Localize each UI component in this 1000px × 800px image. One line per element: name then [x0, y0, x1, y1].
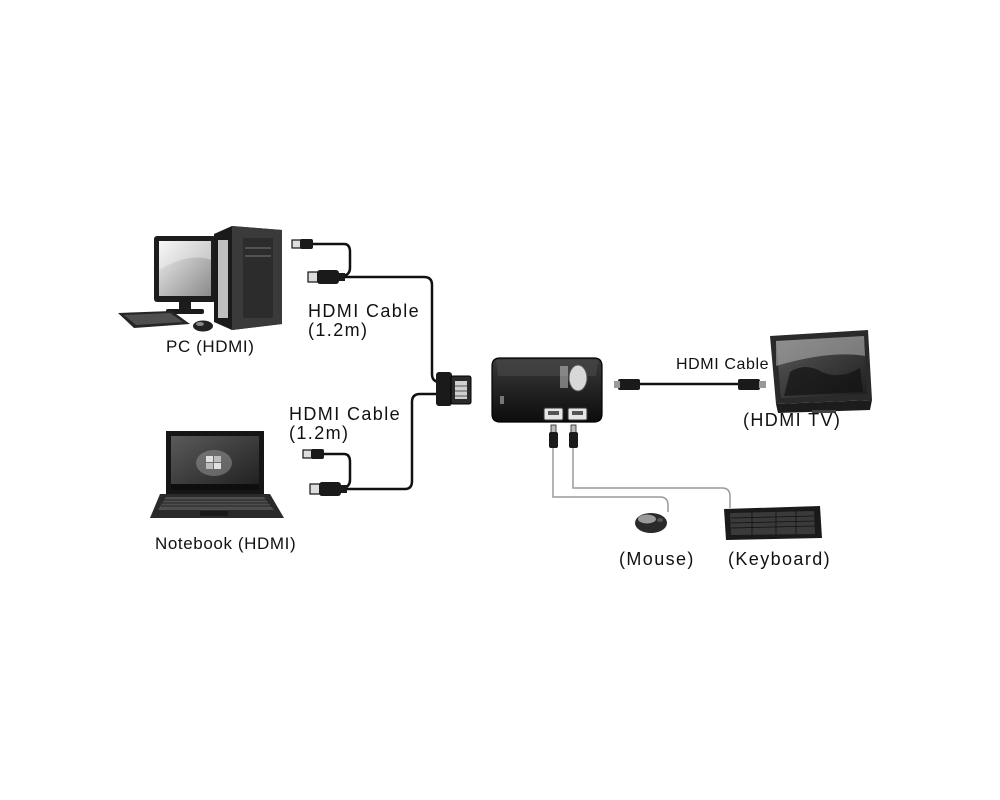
usb-plug-icon	[569, 424, 578, 448]
pc-label: PC (HDMI)	[166, 337, 255, 356]
combined-connector-icon	[436, 372, 472, 406]
hdmi-plug-icon	[309, 482, 347, 496]
usb-peripheral-cables	[549, 424, 731, 512]
usb-plug-icon	[291, 239, 313, 249]
pc-cable-label-line2: (1.2m)	[308, 320, 369, 340]
tv-hdmi-cable	[614, 379, 766, 390]
keyboard-icon	[724, 506, 822, 540]
notebook-hdmi-cable	[302, 392, 446, 496]
laptop-keys	[161, 499, 272, 507]
pc-cable-label: HDMI Cable (1.2m)	[308, 302, 420, 340]
notebook-cable-label-line1: HDMI Cable	[289, 404, 402, 424]
laptop-icon	[150, 431, 284, 518]
usb-plug-icon	[302, 449, 324, 459]
windows-logo-icon	[206, 456, 221, 469]
keyboard-label: (Keyboard)	[728, 549, 832, 569]
tv-icon	[770, 330, 872, 413]
tv-label: (HDMI TV)	[743, 410, 842, 430]
notebook-cable-label: HDMI Cable (1.2m)	[289, 405, 401, 443]
keyboard-keys	[730, 511, 816, 535]
notebook-cable-label-line2: (1.2m)	[289, 423, 350, 443]
pc-cable-label-line1: HDMI Cable	[308, 301, 421, 321]
hdmi-plug-icon	[738, 379, 766, 390]
notebook-label: Notebook (HDMI)	[155, 534, 297, 553]
mouse-label: (Mouse)	[619, 549, 695, 569]
hdmi-plug-icon	[307, 270, 345, 284]
mouse-icon	[635, 513, 667, 533]
usb-plug-icon	[549, 424, 558, 448]
tv-cable-label: HDMI Cable	[676, 356, 770, 373]
desktop-pc-icon	[118, 226, 282, 332]
hdmi-plug-icon	[614, 379, 640, 390]
kvm-switch-icon	[491, 357, 603, 423]
